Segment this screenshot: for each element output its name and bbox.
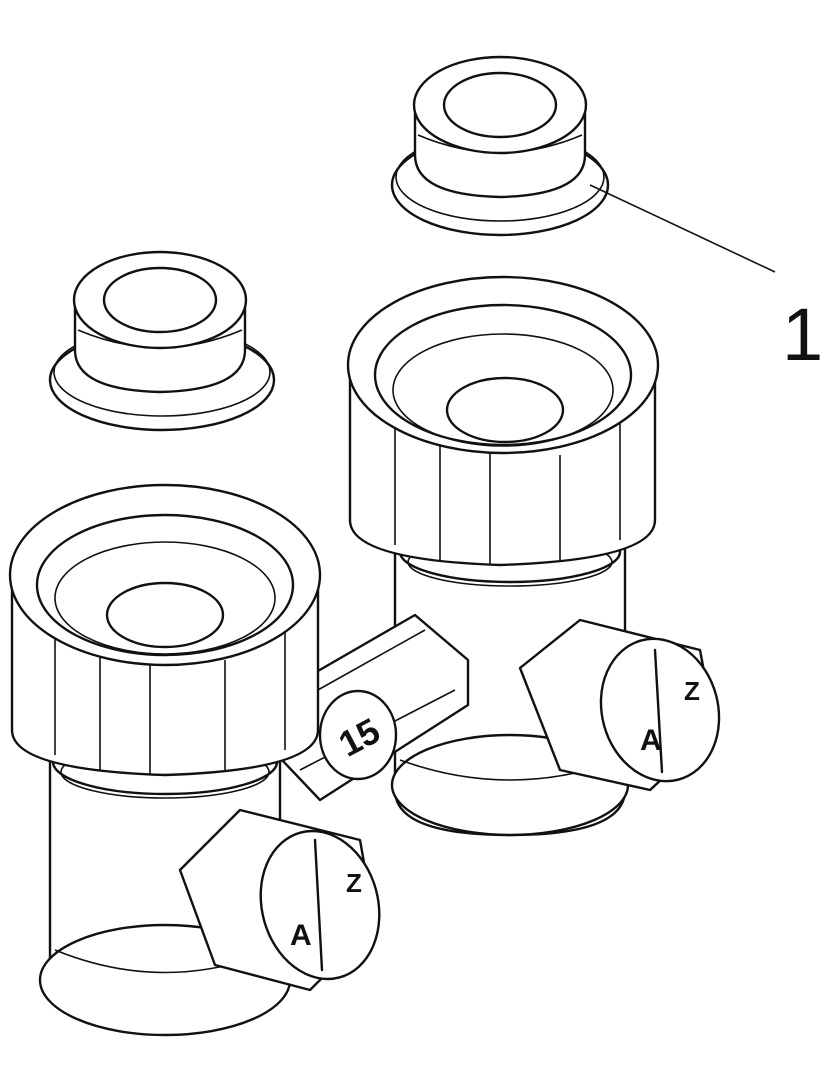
- left-seal-insert: [48, 250, 276, 432]
- left-valve-cap: A Z: [178, 808, 381, 992]
- callout-label: 1: [782, 293, 823, 376]
- callout-leader-line: [589, 184, 776, 273]
- callout-1: 1: [589, 184, 823, 376]
- left-valve-open-mark: A: [290, 919, 312, 952]
- right-seal-insert: [390, 55, 610, 237]
- left-valve-closed-mark: Z: [346, 868, 362, 898]
- left-hex-nut: [8, 483, 322, 777]
- size-badge: [318, 689, 398, 781]
- right-valve-closed-mark: Z: [684, 676, 700, 706]
- right-valve-open-mark: A: [640, 724, 662, 757]
- right-valve-cap: A Z: [518, 618, 721, 792]
- right-hex-nut: [346, 275, 660, 567]
